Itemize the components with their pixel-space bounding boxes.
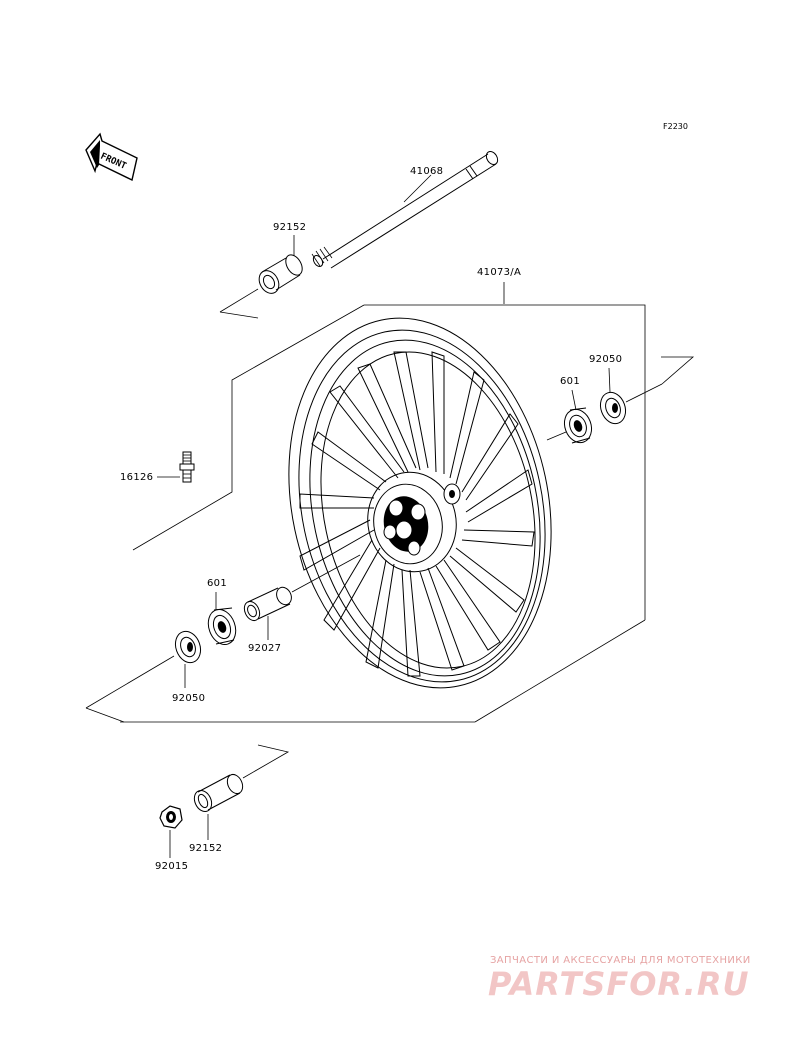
nut: [159, 805, 183, 829]
front-arrow-icon: FRONT: [85, 132, 138, 182]
wheel-rim: [288, 317, 552, 689]
label-axle: 41068: [410, 166, 443, 177]
watermark-logo: PARTSFOR.RU: [488, 965, 749, 1003]
diagram-code: F2230: [663, 122, 688, 131]
oil-seal-right: [599, 391, 627, 425]
label-oil-seal-left: 92050: [172, 693, 205, 704]
label-oil-seal-right: 92050: [589, 354, 622, 365]
label-collar-top: 92152: [273, 222, 306, 233]
valve: [179, 451, 195, 483]
oil-seal-left: [174, 630, 202, 664]
label-nut: 92015: [155, 861, 188, 872]
collar-bottom: [193, 773, 244, 813]
label-bearing-right: 601: [560, 376, 580, 387]
wheel-hub: [367, 471, 461, 573]
label-spacer: 92027: [248, 643, 281, 654]
label-valve: 16126: [120, 472, 153, 483]
watermark-tagline: ЗАПЧАСТИ И АКСЕССУАРЫ ДЛЯ МОТОТЕХНИКИ: [490, 955, 751, 966]
bearing-left: [207, 607, 237, 645]
collar-top: [258, 254, 303, 294]
wheel-assy-bracket: [120, 282, 646, 723]
label-bearing-left: 601: [207, 578, 227, 589]
label-wheel-assy: 41073/A: [477, 267, 521, 278]
wheel-spokes: [299, 351, 535, 677]
spacer: [243, 586, 292, 622]
bearing-right: [563, 407, 593, 444]
label-collar-bottom: 92152: [189, 843, 222, 854]
axle-shaft: [311, 150, 499, 269]
